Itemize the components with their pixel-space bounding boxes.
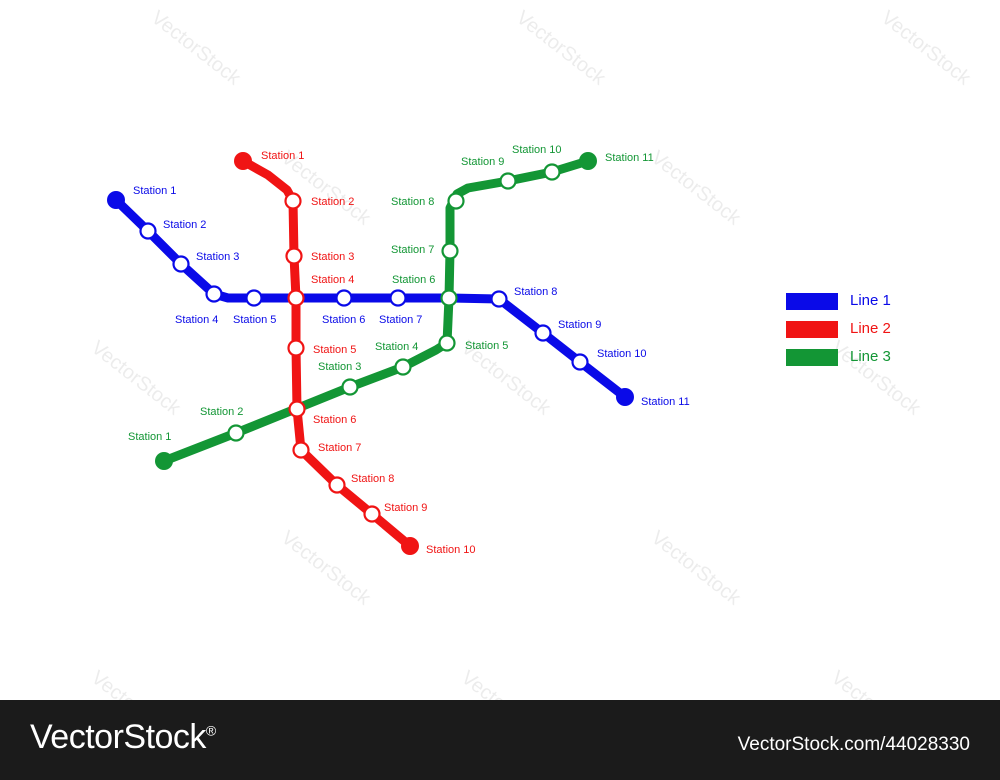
station-marker: [287, 339, 305, 357]
station-marker: [285, 247, 303, 265]
station-label-layer: Station 1 Station 2 Station 3 Station 4 Stat…: [128, 144, 690, 556]
station-marker: [328, 476, 346, 494]
watermark-text: VectorStock: [877, 7, 975, 91]
station-marker: [440, 289, 458, 307]
station-marker: [205, 285, 223, 303]
station-marker: [447, 192, 465, 210]
station-marker: [363, 505, 381, 523]
station-marker: [292, 441, 310, 459]
station-layer: [107, 152, 634, 555]
station-label: Station 10: [426, 544, 476, 556]
station-label: Station 5: [233, 314, 276, 326]
station-label: Station 3: [311, 251, 354, 263]
station-label: Station 8: [351, 473, 394, 485]
brand-name: VectorStock: [30, 718, 206, 756]
legend-label-line-1: Line 1: [850, 292, 891, 309]
station-marker: [490, 290, 508, 308]
terminus-marker: [401, 537, 419, 555]
terminus-marker: [234, 152, 252, 170]
station-label: Station 1: [128, 431, 171, 443]
footer-bar: VectorStock® VectorStock.com/44028330: [0, 700, 1000, 780]
station-marker: [441, 242, 459, 260]
station-label: Station 3: [196, 251, 239, 263]
station-label: Station 8: [391, 196, 434, 208]
station-label: Station 9: [558, 319, 601, 331]
terminus-marker: [107, 191, 125, 209]
station-marker: [245, 289, 263, 307]
station-label: Station 2: [200, 406, 243, 418]
station-marker: [139, 222, 157, 240]
station-label: Station 7: [379, 314, 422, 326]
watermark-text: VectorStock: [647, 527, 745, 611]
legend-label-line-3: Line 3: [850, 348, 891, 365]
watermark-text: VectorStock: [647, 147, 745, 231]
image-id: VectorStock.com/44028330: [737, 734, 970, 755]
station-marker: [499, 172, 517, 190]
station-marker: [389, 289, 407, 307]
station-label: Station 5: [465, 340, 508, 352]
watermark-text: VectorStock: [147, 7, 245, 91]
station-marker: [543, 163, 561, 181]
legend-swatch-line-3: [786, 349, 838, 366]
terminus-marker: [155, 452, 173, 470]
station-label: Station 1: [261, 150, 304, 162]
station-marker: [438, 334, 456, 352]
station-marker: [288, 400, 306, 418]
watermark-text: VectorStock: [827, 667, 925, 700]
station-label: Station 5: [313, 344, 356, 356]
station-marker: [284, 192, 302, 210]
station-marker: [571, 353, 589, 371]
station-label: Station 4: [375, 341, 418, 353]
station-label: Station 6: [313, 414, 356, 426]
station-label: Station 2: [311, 196, 354, 208]
watermark-text: VectorStock: [87, 337, 185, 421]
station-label: Station 4: [175, 314, 218, 326]
station-label: Station 11: [641, 396, 690, 408]
brand-logo: VectorStock®: [30, 718, 216, 757]
station-label: Station 1: [133, 185, 176, 197]
station-marker: [394, 358, 412, 376]
station-label: Station 7: [318, 442, 361, 454]
station-label: Station 11: [605, 152, 654, 164]
station-label: Station 2: [163, 219, 206, 231]
registered-mark: ®: [205, 722, 216, 739]
legend-swatch-line-1: [786, 293, 838, 310]
watermark-text: VectorStock: [87, 667, 185, 700]
station-marker: [534, 324, 552, 342]
station-marker: [287, 289, 305, 307]
station-label: Station 6: [322, 314, 365, 326]
station-label: Station 9: [461, 156, 504, 168]
watermark-text: VectorStock: [277, 527, 375, 611]
station-label: Station 10: [597, 348, 647, 360]
station-label: Station 6: [392, 274, 435, 286]
legend-swatch-line-2: [786, 321, 838, 338]
terminus-marker: [616, 388, 634, 406]
watermark-text: VectorStock: [512, 7, 610, 91]
station-label: Station 8: [514, 286, 557, 298]
station-marker: [341, 378, 359, 396]
station-marker: [172, 255, 190, 273]
station-label: Station 3: [318, 361, 361, 373]
station-label: Station 10: [512, 144, 562, 156]
station-label: Station 4: [311, 274, 354, 286]
watermark-text: VectorStock: [457, 667, 555, 700]
station-label: Station 7: [391, 244, 434, 256]
terminus-marker: [579, 152, 597, 170]
legend-label-line-2: Line 2: [850, 320, 891, 337]
station-marker: [227, 424, 245, 442]
station-label: Station 9: [384, 502, 427, 514]
station-marker: [335, 289, 353, 307]
